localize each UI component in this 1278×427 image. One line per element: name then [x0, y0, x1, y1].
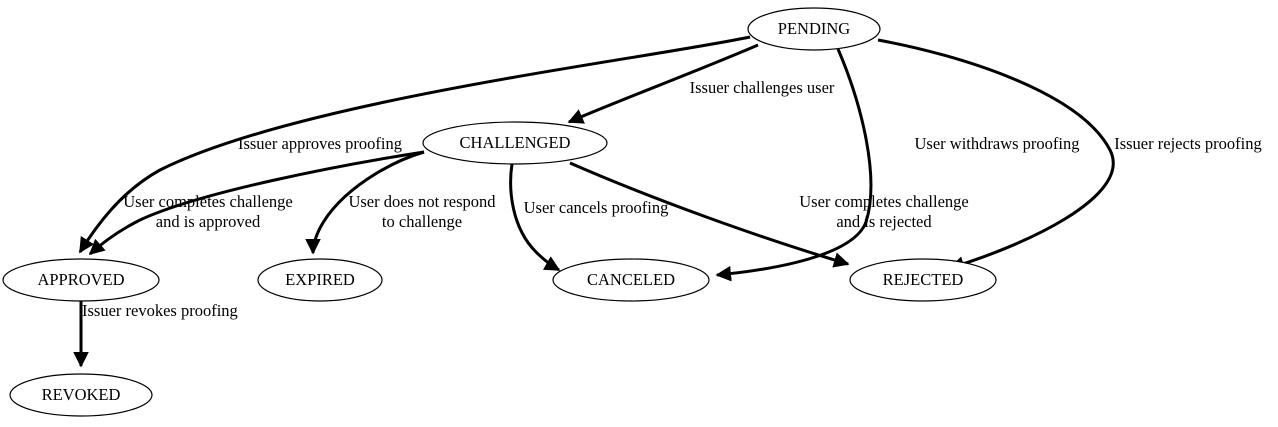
- edge-label-line: Issuer approves proofing: [238, 134, 402, 153]
- state-node-rejected[interactable]: REJECTED: [849, 258, 997, 302]
- edge-label-pending-to-rejected: Issuer rejects proofing: [1114, 134, 1262, 153]
- edge-pending-to-challenged: [567, 43, 759, 124]
- edge-label-line: User withdraws proofing: [915, 134, 1080, 153]
- state-node-label-approved: APPROVED: [37, 270, 124, 289]
- edge-label-pending-to-approved: Issuer approves proofing: [238, 134, 402, 153]
- edges-layer: [73, 35, 1115, 368]
- edge-label-line: Issuer rejects proofing: [1114, 134, 1262, 153]
- state-node-shape-challenged: [422, 121, 608, 165]
- state-node-shape-expired: [257, 258, 383, 302]
- state-node-label-expired: EXPIRED: [285, 270, 355, 289]
- nodes-layer: PENDING CHALLENGED APPROVED EXPIRED CANCELED…: [2, 7, 997, 417]
- edge-label-line: User does not respond: [348, 192, 496, 211]
- edge-label-line: User cancels proofing: [524, 198, 669, 217]
- state-node-label-rejected: REJECTED: [883, 270, 964, 289]
- edge-challenged-to-canceled: [509, 163, 561, 272]
- edge-label-line: and is approved: [156, 212, 261, 231]
- state-node-label-canceled: CANCELED: [587, 270, 675, 289]
- state-node-shape-approved: [2, 258, 160, 302]
- state-node-shape-rejected: [849, 258, 997, 302]
- edge-label-challenged-to-canceled: User cancels proofing: [524, 198, 669, 217]
- edge-label-line: User completes challenge: [799, 192, 969, 211]
- state-node-label-revoked: REVOKED: [42, 385, 121, 404]
- state-node-shape-revoked: [9, 373, 153, 417]
- edge-label-line: and is rejected: [836, 212, 932, 231]
- state-node-revoked[interactable]: REVOKED: [9, 373, 153, 417]
- edge-label-pending-to-challenged: Issuer challenges user: [690, 78, 835, 97]
- state-node-label-pending: PENDING: [778, 19, 850, 38]
- state-node-shape-canceled: [552, 258, 710, 302]
- edge-label-pending-to-canceled: User withdraws proofing: [915, 134, 1080, 153]
- state-node-shape-pending: [747, 7, 881, 51]
- edge-pending-to-approved: [78, 35, 751, 254]
- edge-pending-to-canceled: [715, 48, 873, 282]
- edge-label-approved-to-revoked: Issuer revokes proofing: [82, 301, 238, 320]
- edge-challenged-to-expired: [305, 150, 425, 255]
- edge-challenged-to-rejected: [569, 161, 850, 268]
- edge-challenged-to-approved: [88, 150, 425, 256]
- state-node-approved[interactable]: APPROVED: [2, 258, 160, 302]
- state-node-pending[interactable]: PENDING: [747, 7, 881, 51]
- state-node-canceled[interactable]: CANCELED: [552, 258, 710, 302]
- state-node-label-challenged: CHALLENGED: [460, 133, 571, 152]
- state-node-challenged[interactable]: CHALLENGED: [422, 121, 608, 165]
- edge-label-line: to challenge: [382, 212, 462, 231]
- state-node-expired[interactable]: EXPIRED: [257, 258, 383, 302]
- edge-pending-to-rejected: [877, 38, 1115, 272]
- edge-label-line: Issuer challenges user: [690, 78, 835, 97]
- edge-label-line: User completes challenge: [123, 192, 293, 211]
- edge-labels-layer: Issuer approves proofing Issuer challenge…: [82, 78, 1262, 320]
- edge-label-line: Issuer revokes proofing: [82, 301, 238, 320]
